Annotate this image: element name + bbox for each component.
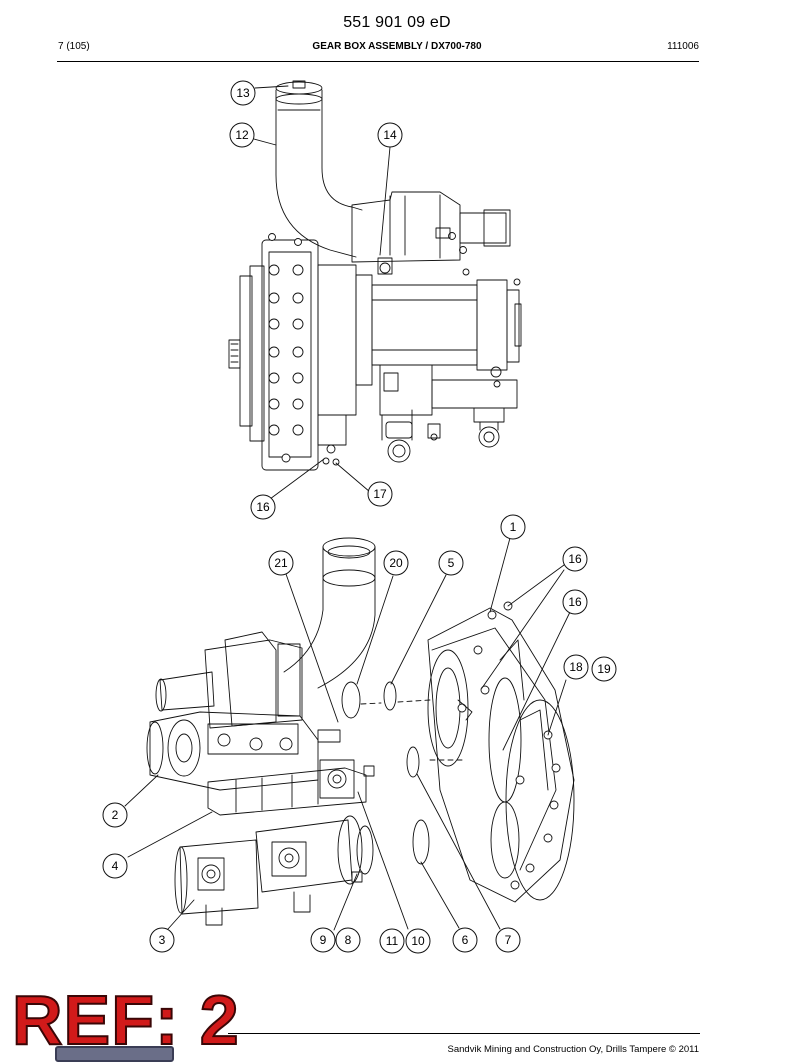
callout-3: 3: [159, 933, 166, 947]
callout-11: 11: [386, 934, 399, 948]
footer-divider: [228, 1033, 700, 1034]
callout-16-lower: 16: [568, 595, 582, 609]
callout-20: 20: [389, 556, 403, 570]
document-number: 551 901 09 eD: [343, 14, 451, 31]
callout-16-upper: 16: [568, 552, 582, 566]
callout-1: 1: [510, 520, 517, 534]
reference-stamp: REF: 2: [11, 981, 240, 1059]
callout-5: 5: [448, 556, 455, 570]
callout-19: 19: [597, 662, 611, 676]
callout-4: 4: [112, 859, 119, 873]
callout-14: 14: [383, 128, 397, 142]
gearbox-exploded-view: [146, 537, 575, 926]
callout-18: 18: [569, 660, 583, 674]
callout-7: 7: [505, 933, 512, 947]
page-number: 7 (105): [58, 41, 90, 52]
leader-lines: [124, 85, 571, 931]
callout-16-top: 16: [256, 500, 270, 514]
callout-13: 13: [236, 86, 250, 100]
callout-8: 8: [345, 933, 352, 947]
callout-9: 9: [320, 933, 327, 947]
callout-21: 21: [274, 556, 288, 570]
callout-6: 6: [462, 933, 469, 947]
callout-17: 17: [373, 487, 387, 501]
gearbox-top-view: [228, 80, 522, 471]
callout-2: 2: [112, 808, 119, 822]
page-title: GEAR BOX ASSEMBLY / DX700-780: [312, 41, 482, 52]
footer-copyright: Sandvik Mining and Construction Oy, Dril…: [447, 1044, 699, 1055]
document-date: 111006: [667, 41, 699, 52]
header-divider: [57, 61, 699, 62]
callout-10: 10: [411, 934, 425, 948]
callout-12: 12: [235, 128, 249, 142]
callouts: [102, 80, 617, 954]
